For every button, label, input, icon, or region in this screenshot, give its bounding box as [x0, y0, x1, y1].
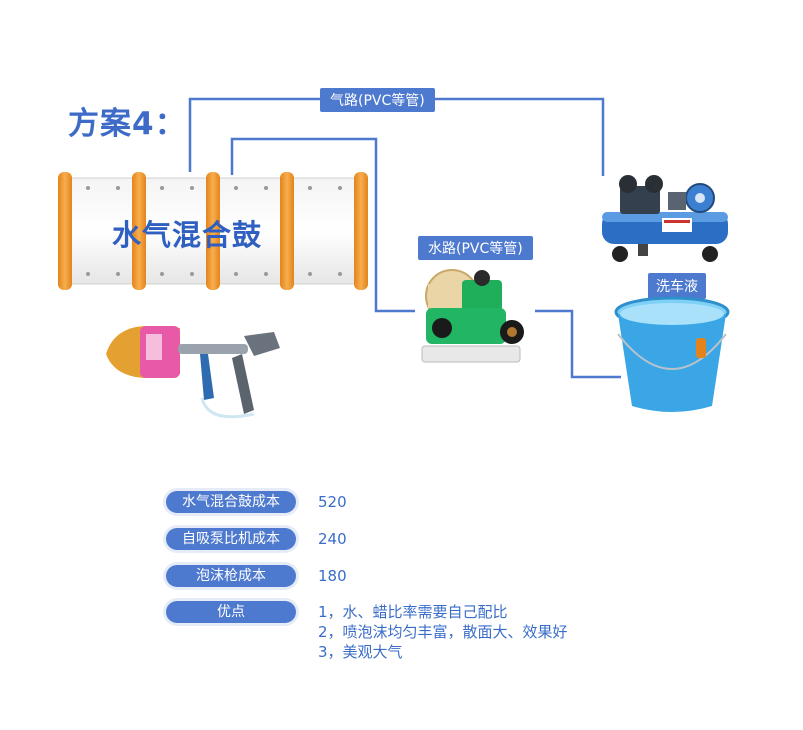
cost-label-pump: 自吸泵比机成本 — [166, 528, 296, 550]
cost-value-drum: 520 — [318, 493, 347, 511]
advantages-list: 1，水、蜡比率需要自己配比 2，喷泡沫均匀丰富，散面大、效果好 3，美观大气 — [318, 602, 568, 662]
advantage-item: 3，美观大气 — [318, 643, 403, 661]
page-title: 方案4： — [68, 106, 187, 142]
cost-label-drum: 水气混合鼓成本 — [166, 491, 296, 513]
wash-liquid-label: 洗车液 — [648, 273, 706, 299]
water-pipe — [230, 137, 415, 313]
water-pump-icon — [421, 269, 524, 363]
advantage-item: 2，喷泡沫均匀丰富，散面大、效果好 — [318, 623, 568, 641]
liquid-pipe — [535, 309, 621, 379]
air-compressor-icon — [602, 175, 728, 262]
mixing-drum-illustration — [58, 172, 368, 290]
mixing-drum-label: 水气混合鼓 — [112, 218, 263, 252]
water-pipe-label: 水路(PVC等管) — [418, 236, 533, 260]
cost-value-pump: 240 — [318, 530, 347, 548]
air-pipe-label: 气路(PVC等管) — [320, 88, 435, 112]
cost-label-gun: 泡沫枪成本 — [166, 565, 296, 587]
cost-value-gun: 180 — [318, 567, 347, 585]
foam-gun-icon — [106, 326, 280, 419]
advantage-item: 1，水、蜡比率需要自己配比 — [318, 603, 508, 621]
bucket-icon — [614, 296, 730, 412]
advantages-label: 优点 — [166, 601, 296, 623]
